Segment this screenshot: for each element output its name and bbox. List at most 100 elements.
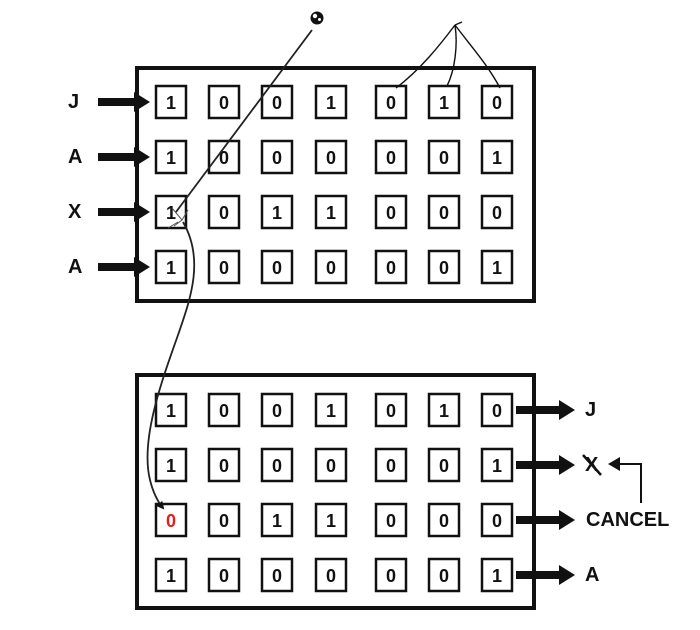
top-row-input-arrow-3 [98,257,150,277]
top-bit-r3-c4: 0 [386,258,396,278]
top-bit-r2-c6: 0 [492,203,502,223]
top-bit-r2-c5: 0 [439,203,449,223]
bottom-bit-r2-c6: 0 [492,511,502,531]
top-bit-r3-c5: 0 [439,258,449,278]
top-cell-r2-c3 [314,194,348,230]
top-bit-r2-c4: 0 [386,203,396,223]
top-bit-r2-c3: 1 [326,203,336,223]
bottom-cell-r1-c5 [427,447,461,483]
bottom-cell-r3-c6 [480,557,514,593]
particle-trajectory [175,29,313,213]
top-bit-r1-c6: 1 [492,148,502,168]
top-cell-r2-c2 [260,194,294,230]
top-cell-r2-c5 [427,194,461,230]
strikethrough-mark [582,454,602,476]
bottom-cell-r1-c4 [374,447,408,483]
bottom-cell-r0-c4 [374,392,408,428]
top-bit-r1-c4: 0 [386,148,396,168]
top-row-input-arrow-2 [98,202,150,222]
top-row-input-arrow-0 [98,92,150,112]
bottom-cell-r0-c1 [207,392,241,428]
impact-burst-icon [167,207,189,229]
top-cell-r3-c4 [374,249,408,285]
bottom-cell-r3-c3 [314,557,348,593]
top-row-input-arrow-1 [98,147,150,167]
bottom-row-label-0: J [585,399,596,421]
top-bit-r0-c6: 0 [492,93,502,113]
bottom-bit-r2-c2: 1 [272,511,282,531]
bottom-bit-r1-c4: 0 [386,456,396,476]
bottom-bit-r1-c2: 0 [272,456,282,476]
top-cell-r0-c5 [427,84,461,120]
bottom-row-label-3: A [585,564,599,586]
bottom-cell-r2-c6 [480,502,514,538]
bottom-bit-r0-c0: 1 [166,401,176,421]
top-cell-r1-c5 [427,139,461,175]
cancel-label: CANCEL [586,509,669,531]
bottom-cell-r3-c4 [374,557,408,593]
bottom-row-output-arrow-2 [516,510,575,530]
top-cell-r3-c3 [314,249,348,285]
bottom-bit-r2-c3: 1 [326,511,336,531]
top-cell-r2-c6 [480,194,514,230]
top-cell-r0-c1 [207,84,241,120]
bottom-bit-r1-c6: 1 [492,456,502,476]
top-bit-r0-c5: 1 [439,93,449,113]
bottom-bit-r3-c6: 1 [492,566,502,586]
bottom-bit-r0-c1: 0 [219,401,229,421]
bottom-bit-r0-c4: 0 [386,401,396,421]
top-cell-r3-c1 [207,249,241,285]
particle-icon [310,11,324,25]
bottom-cell-r2-c5 [427,502,461,538]
top-bit-r0-c3: 1 [326,93,336,113]
top-cell-r0-c4 [374,84,408,120]
top-row-label-0: J [68,91,79,113]
bottom-bit-r3-c2: 0 [272,566,282,586]
top-bit-r3-c0: 1 [166,258,176,278]
bottom-cell-r0-c6 [480,392,514,428]
bottom-cell-r1-c1 [207,447,241,483]
top-cell-r1-c6 [480,139,514,175]
bottom-cell-r3-c1 [207,557,241,593]
top-row-label-2: X [68,201,82,223]
bottom-bit-r2-c4: 0 [386,511,396,531]
bottom-row-output-arrow-3 [516,565,575,585]
bottom-bit-r1-c1: 0 [219,456,229,476]
bottom-bit-r0-c6: 0 [492,401,502,421]
bit-flip-wire [146,221,196,510]
bottom-cell-r1-c6 [480,447,514,483]
top-cell-r1-c2 [260,139,294,175]
top-bit-r2-c1: 0 [219,203,229,223]
top-bit-r3-c3: 0 [326,258,336,278]
top-bit-r3-c2: 0 [272,258,282,278]
top-bit-r2-c0: 1 [166,203,176,223]
bottom-cell-r0-c2 [260,392,294,428]
bottom-cell-r3-c5 [427,557,461,593]
top-cell-r3-c5 [427,249,461,285]
bottom-bit-r3-c4: 0 [386,566,396,586]
bottom-bit-r3-c1: 0 [219,566,229,586]
top-cell-r3-c2 [260,249,294,285]
bottom-row-output-arrow-1 [516,455,575,475]
bottom-bit-r0-c3: 1 [326,401,336,421]
bottom-cell-r0-c3 [314,392,348,428]
top-bit-r0-c4: 0 [386,93,396,113]
bottom-cell-r2-c1 [207,502,241,538]
top-bit-r1-c1: 0 [219,148,229,168]
bottom-bit-r0-c2: 0 [272,401,282,421]
top-bit-r3-c6: 1 [492,258,502,278]
top-bit-r1-c2: 0 [272,148,282,168]
annotation-lines [395,21,501,89]
bottom-bit-r0-c5: 1 [439,401,449,421]
top-cell-r1-c0 [154,139,188,175]
top-bit-r3-c1: 0 [219,258,229,278]
bottom-cell-r2-c4 [374,502,408,538]
top-cell-r1-c4 [374,139,408,175]
top-cell-r3-c6 [480,249,514,285]
bottom-cell-r3-c0 [154,557,188,593]
top-bit-r2-c2: 1 [272,203,282,223]
bottom-cell-r0-c0 [154,392,188,428]
